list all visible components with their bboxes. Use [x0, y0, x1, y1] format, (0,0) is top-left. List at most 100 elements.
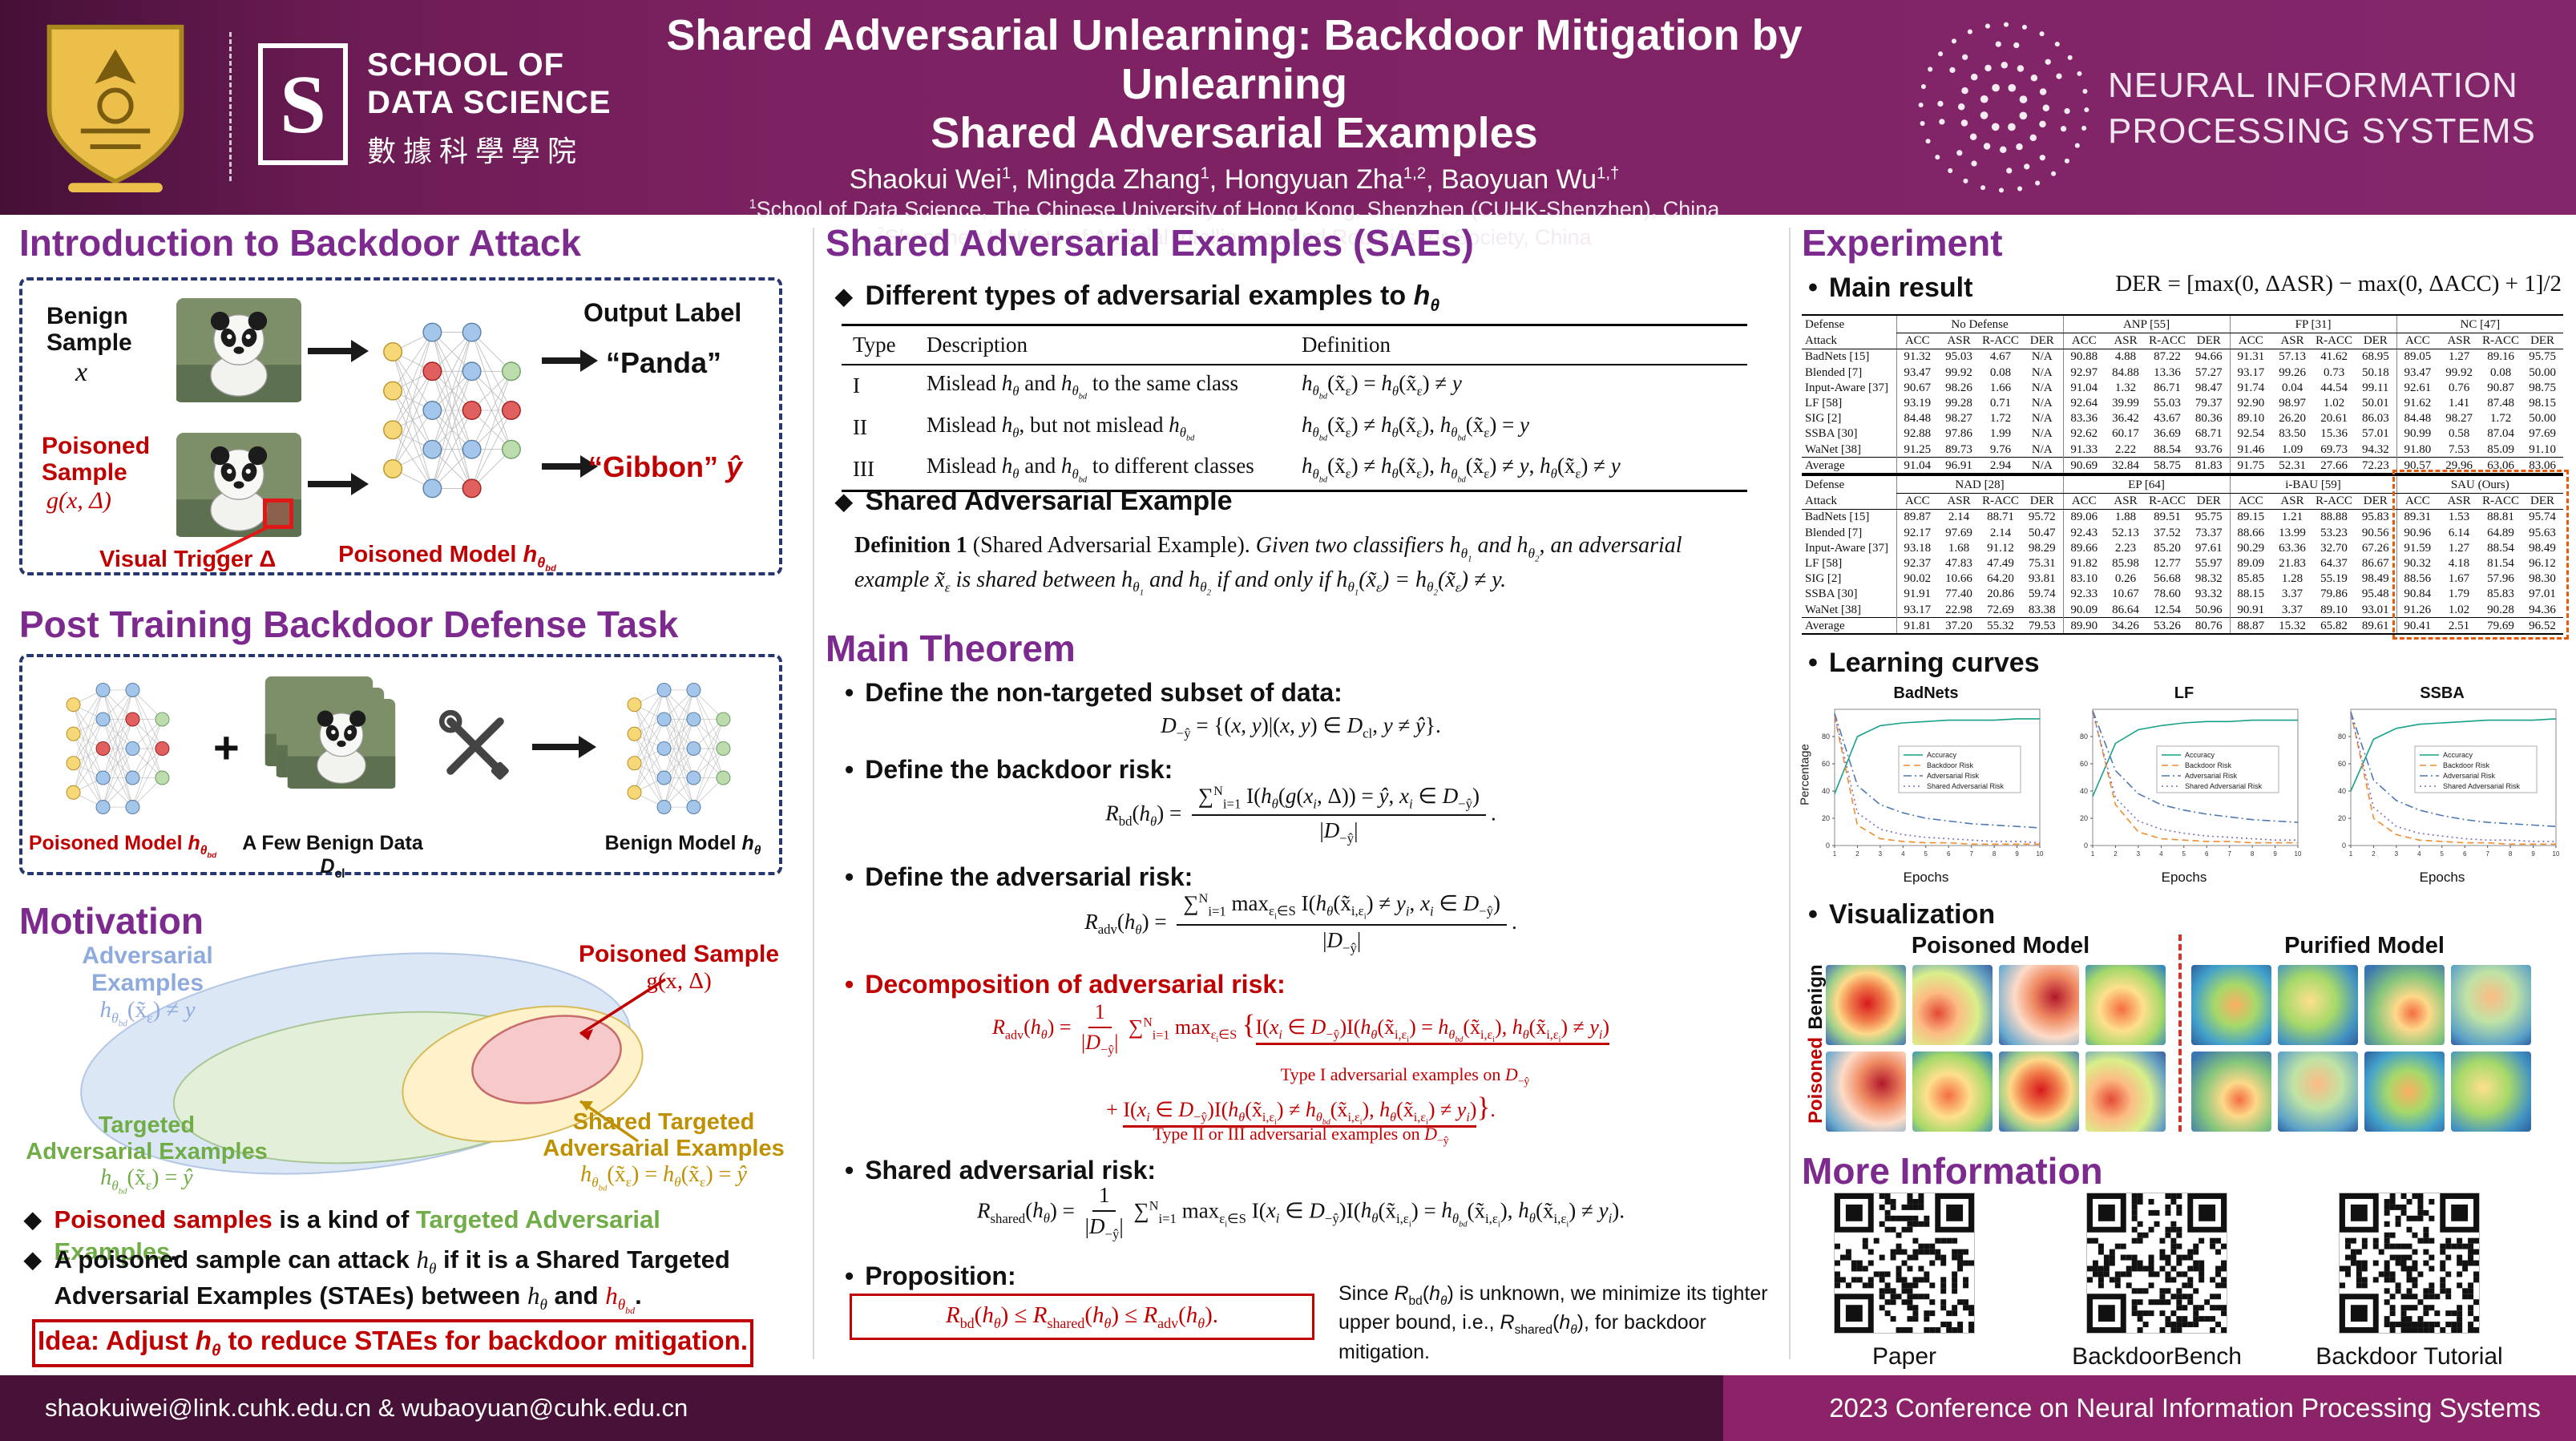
title-block: Shared Adversarial Unlearning: Backdoor …	[577, 11, 1892, 252]
table-cell: 80.76	[2188, 617, 2231, 636]
table-cell: 92.62	[2062, 426, 2106, 442]
table-cell: 97.61	[2194, 541, 2223, 555]
table-cell: 95.03	[1945, 350, 1972, 364]
saes-bullet-1: ◆ Different types of adversarial example…	[835, 281, 1439, 316]
table-cell: N/A	[2031, 365, 2053, 379]
table-cell: N/A	[2031, 396, 2053, 410]
table-cell: 50.00	[2529, 365, 2556, 379]
table-cell: 99.28	[1945, 396, 1972, 410]
table-header-cell: DER	[2355, 493, 2397, 510]
table-cell: 90.96	[2396, 525, 2439, 541]
table-cell: 20.86	[1987, 587, 2014, 601]
neurips-logo-dots	[1918, 22, 2089, 193]
svg-text:10: 10	[2295, 850, 2302, 858]
table-cell: 86.64	[2112, 603, 2139, 616]
section-defense-heading: Post Training Backdoor Defense Task	[19, 603, 679, 645]
table-header-cell: Attack	[1802, 493, 1896, 510]
table-cell: 93.01	[2361, 603, 2389, 616]
table-header-cell: ASR	[2271, 333, 2314, 349]
table-header-cell: R-ACC	[2313, 333, 2356, 349]
table-cell: 91.04	[2062, 380, 2106, 396]
table-cell: 68.95	[2361, 350, 2389, 364]
heatmap-tile	[2451, 1051, 2531, 1132]
table-header-cell: NC [47]	[2396, 313, 2564, 333]
table-header-cell: R-ACC	[2480, 493, 2522, 510]
benign-sample-label: Benign Sample	[46, 303, 132, 356]
table-cell: 1.53	[2448, 511, 2470, 524]
table-cell: 88.71	[1987, 511, 2014, 524]
table-cell: N/A	[2031, 350, 2053, 364]
authors: Shaokui Wei1, Mingda Zhang1, Hongyuan Zh…	[849, 164, 1620, 196]
middle-column: Shared Adversarial Examples (SAEs) ◆ Dif…	[826, 221, 1776, 1375]
chart-title: BadNets	[1893, 684, 1959, 702]
table-cell: 26.20	[2279, 412, 2306, 426]
svg-text:40: 40	[1822, 787, 1830, 795]
table-cell: 1.02	[2323, 396, 2345, 410]
table-row: II Mislead hθ, but not mislead hθbd hθbd…	[842, 407, 1747, 449]
table-cell: 4.67	[1989, 350, 2012, 364]
table-cell: 68.71	[2194, 427, 2223, 441]
svg-text:Shared Adversarial Risk: Shared Adversarial Risk	[2443, 782, 2521, 790]
table-cell: 34.26	[2105, 617, 2146, 636]
saes-bullet-2: ◆ Shared Adversarial Example	[835, 486, 1233, 519]
heatmap-tile	[2191, 965, 2271, 1045]
heatmap-tile	[1999, 1051, 2079, 1132]
table-header-cell: ACC	[2396, 333, 2439, 349]
table-cell: Mislead hθ and hθbd to different classes	[915, 448, 1290, 493]
x-axis-label: Epochs	[1903, 870, 1949, 885]
table-cell: 10.66	[1945, 572, 1972, 586]
table-cell: SSBA [30]	[1805, 427, 1858, 441]
table-cell: 91.59	[2396, 540, 2439, 556]
decomposition-caption-2: Type II or III adversarial examples on D…	[1153, 1124, 1449, 1147]
table-cell: 90.02	[1896, 571, 1938, 587]
table-cell: 95.74	[2529, 511, 2556, 524]
table-cell: 0.58	[2448, 427, 2470, 441]
heatmap-tile	[1826, 1051, 1906, 1132]
benign-panda-image	[176, 298, 301, 402]
table-cell: 88.66	[2229, 525, 2272, 541]
svg-text:7: 7	[1969, 850, 1973, 858]
bullet-icon: •	[1808, 648, 1818, 678]
table-cell: 4.18	[2448, 556, 2470, 570]
poster-title-line1: Shared Adversarial Unlearning: Backdoor …	[666, 11, 1803, 109]
table-header-cell: R-ACC	[2313, 493, 2356, 510]
svg-text:9: 9	[2015, 850, 2019, 858]
table-cell: 57.27	[2194, 365, 2223, 379]
table-cell: 79.37	[2194, 396, 2223, 410]
poisoned-sample-label: Poisoned Sample	[42, 433, 151, 486]
table-cell: 90.67	[1896, 380, 1938, 396]
table-cell: 91.81	[1896, 617, 1938, 636]
svg-text:60: 60	[1822, 760, 1830, 768]
table-header-cell: Attack	[1802, 333, 1896, 349]
svg-text:9: 9	[2273, 850, 2277, 858]
table-cell: N/A	[2031, 381, 2053, 394]
table-header-cell: DER	[2521, 493, 2564, 510]
table-cell: 92.54	[2229, 426, 2272, 442]
sae-types-table: Type Description Definition I Mislead hθ…	[842, 324, 1747, 493]
model-divider	[2178, 934, 2182, 1132]
table-cell: 92.37	[1896, 555, 1938, 571]
table-cell: 60.17	[2112, 427, 2139, 441]
table-cell: 1.99	[1989, 427, 2012, 441]
table-cell: 2.22	[2114, 442, 2137, 456]
table-cell: 1.28	[2281, 572, 2303, 586]
bullet-icon: •	[845, 755, 854, 784]
table-cell: 93.47	[2396, 365, 2439, 381]
table-cell: 92.43	[2062, 525, 2105, 541]
motivation-bullet-1: ◆ Poisoned samples is a kind of Targeted…	[24, 1204, 781, 1267]
table-cell: 90.91	[2229, 602, 2272, 618]
table-cell: 57.96	[2487, 572, 2514, 586]
svg-text:2: 2	[2114, 850, 2118, 858]
table-cell: Average	[1802, 617, 1896, 636]
svg-text:7: 7	[2227, 850, 2231, 858]
table-cell: 0.26	[2114, 572, 2137, 586]
poisoned-model-header: Poisoned Model	[1911, 933, 2090, 959]
